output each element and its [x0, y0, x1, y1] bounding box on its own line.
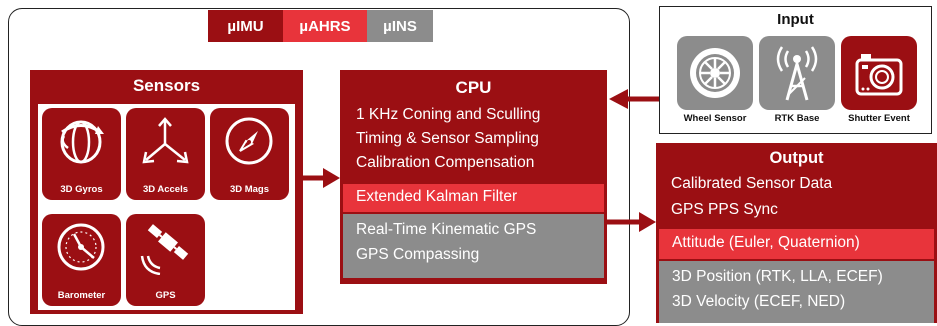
- gyro-icon: [60, 120, 104, 164]
- output-attitude-label: Attitude (Euler, Quaternion): [672, 234, 860, 251]
- sensor-tile-mags: 3D Mags: [210, 108, 289, 200]
- cpu-line-timing: Timing & Sensor Sampling: [356, 130, 539, 147]
- output-position-line: 3D Position (RTK, LLA, ECEF): [672, 268, 883, 285]
- cpu-gps-compassing: GPS Compassing: [356, 246, 480, 263]
- input-title: Input: [777, 11, 814, 28]
- output-line-pps: GPS PPS Sync: [671, 201, 778, 218]
- sensor-label-mags: 3D Mags: [229, 184, 270, 195]
- tab-uahrs[interactable]: µAHRS: [283, 10, 367, 42]
- cpu-title: CPU: [455, 78, 492, 97]
- antenna-icon: [776, 46, 818, 101]
- output-position-band: 3D Position (RTK, LLA, ECEF) 3D Velocity…: [659, 261, 934, 323]
- wheel-icon: [690, 48, 740, 98]
- sensors-block: Sensors 3D Gyros 3D Accels: [30, 70, 303, 314]
- cpu-line-coning: 1 KHz Coning and Sculling: [356, 106, 541, 123]
- sensors-title: Sensors: [132, 76, 201, 95]
- sensor-tile-barometer: Barometer: [42, 214, 121, 306]
- input-label-rtk: RTK Base: [774, 113, 820, 124]
- accelerometer-icon: [142, 117, 189, 164]
- output-block: Output Calibrated Sensor Data GPS PPS Sy…: [656, 143, 937, 323]
- output-title: Output: [769, 149, 824, 167]
- output-attitude-band: Attitude (Euler, Quaternion): [659, 229, 934, 259]
- sensor-label-accels: 3D Accels: [142, 184, 189, 195]
- sensor-label-gps: GPS: [155, 290, 176, 301]
- sensor-tile-gps: GPS: [126, 214, 205, 306]
- cpu-gps-band: Real-Time Kinematic GPS GPS Compassing: [343, 214, 604, 278]
- input-tile-shutter: [841, 36, 917, 110]
- cpu-ekf-label: Extended Kalman Filter: [356, 188, 518, 205]
- satellite-icon: [140, 224, 189, 275]
- cpu-ekf-band: Extended Kalman Filter: [343, 184, 604, 212]
- cpu-gps-rtk: Real-Time Kinematic GPS: [356, 221, 537, 238]
- cpu-block: CPU 1 KHz Coning and Sculling Timing & S…: [340, 70, 607, 284]
- input-label-wheel: Wheel Sensor: [683, 113, 747, 124]
- output-line-calibrated: Calibrated Sensor Data: [671, 175, 833, 192]
- barometer-icon: [57, 223, 105, 271]
- compass-icon: [225, 117, 273, 165]
- input-block: Input Wheel Sensor: [659, 6, 932, 134]
- tab-uins[interactable]: µINS: [367, 10, 433, 42]
- input-tile-wheel: [677, 36, 753, 110]
- input-tile-rtk: [759, 36, 835, 110]
- cpu-line-calibration: Calibration Compensation: [356, 154, 535, 171]
- sensors-grid: 3D Gyros 3D Accels 3D Mags: [38, 104, 295, 310]
- sensor-label-barometer: Barometer: [57, 290, 106, 301]
- output-velocity-line: 3D Velocity (ECEF, NED): [672, 293, 846, 310]
- input-label-shutter: Shutter Event: [848, 113, 910, 124]
- tab-uimu[interactable]: µIMU: [208, 10, 283, 42]
- sensor-tile-gyros: 3D Gyros: [42, 108, 121, 200]
- sensor-tile-accels: 3D Accels: [126, 108, 205, 200]
- camera-icon: [855, 54, 903, 96]
- sensor-label-gyros: 3D Gyros: [60, 184, 103, 195]
